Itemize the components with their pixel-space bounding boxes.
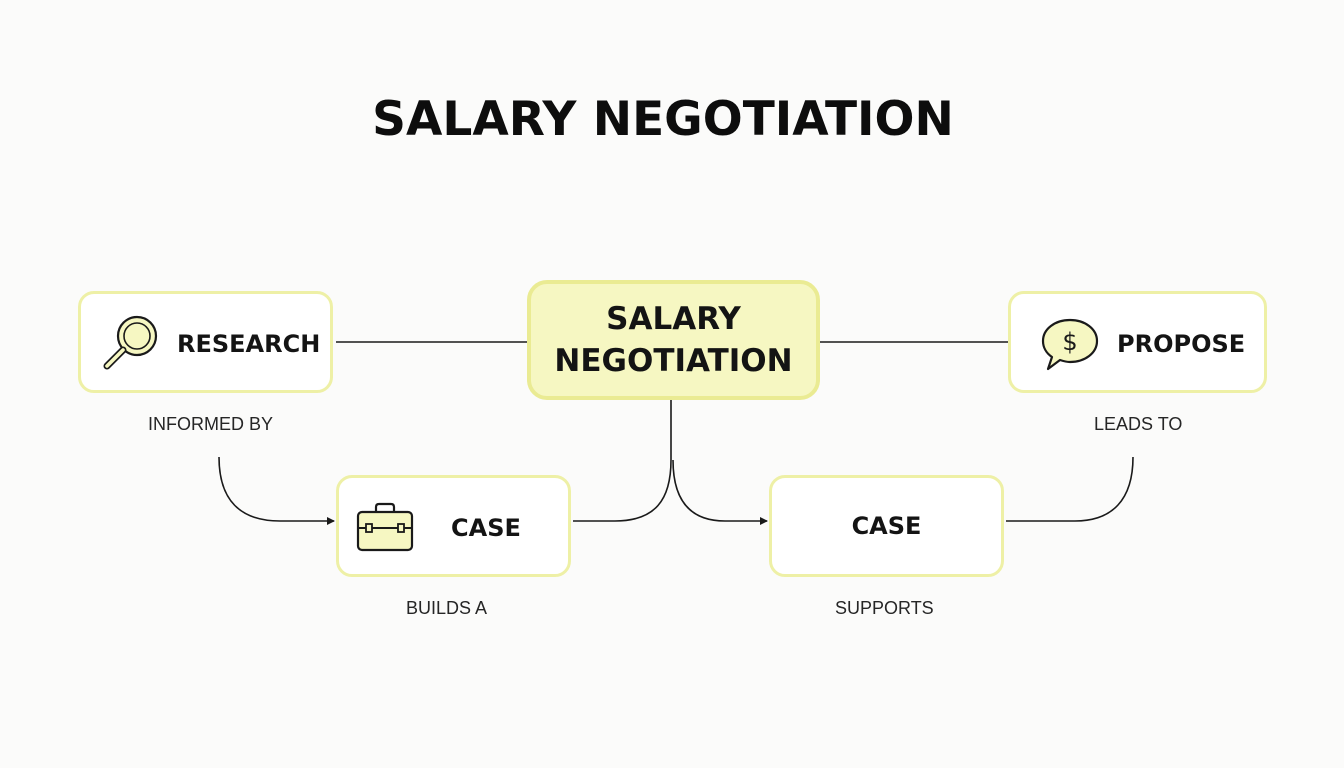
- edge-label-builds-a: BUILDS A: [406, 598, 488, 618]
- node-salary-negotiation[interactable]: SALARY NEGOTIATION: [527, 280, 820, 400]
- node-propose-label: PROPOSE: [1117, 330, 1246, 358]
- node-case-right-label: CASE: [851, 512, 922, 540]
- edge-center-to-case-right: [672, 459, 768, 525]
- edge-center-to-case-left: [573, 400, 672, 522]
- edge-label-supports: SUPPORTS: [835, 598, 934, 618]
- node-center-line2: NEGOTIATION: [554, 343, 793, 379]
- node-center-line1: SALARY: [606, 301, 741, 337]
- magnifying-glass-icon: [99, 314, 161, 376]
- svg-text:$: $: [1062, 328, 1077, 356]
- edge-informed-to-case: [218, 456, 335, 525]
- edge-label-leads-to: LEADS TO: [1094, 414, 1183, 434]
- node-case-right[interactable]: CASE: [769, 475, 1004, 577]
- page-title: SALARY NEGOTIATION: [372, 92, 954, 147]
- node-case-left-label: CASE: [451, 514, 521, 542]
- dollar-speech-bubble-icon: $: [1039, 314, 1101, 376]
- briefcase-icon: [354, 502, 416, 554]
- node-case-left[interactable]: CASE: [336, 475, 571, 577]
- node-research[interactable]: RESEARCH: [78, 291, 333, 393]
- edge-label-informed-by: INFORMED BY: [148, 414, 274, 434]
- node-propose[interactable]: $ PROPOSE: [1008, 291, 1267, 393]
- node-research-label: RESEARCH: [177, 330, 321, 358]
- edge-leads-to-case-right: [1006, 456, 1134, 522]
